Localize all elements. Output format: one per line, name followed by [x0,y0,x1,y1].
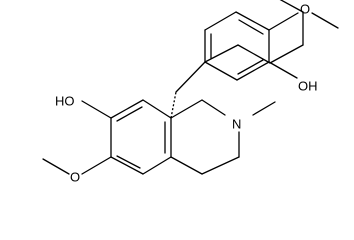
hydroxyl-label-right: OH [298,79,318,94]
chemical-structure: HO O N O OH [42,0,339,185]
bond-lines [110,0,304,175]
hydroxyl-label-left: HO [55,94,75,109]
left-substituent-bonds [42,100,112,175]
nitrogen-label: N [232,117,241,132]
oxygen-label-top-right: O [300,2,310,17]
stereo-wedge [170,91,177,119]
oxygen-label-bottom: O [70,170,80,185]
right-ring-bonds [204,11,339,81]
